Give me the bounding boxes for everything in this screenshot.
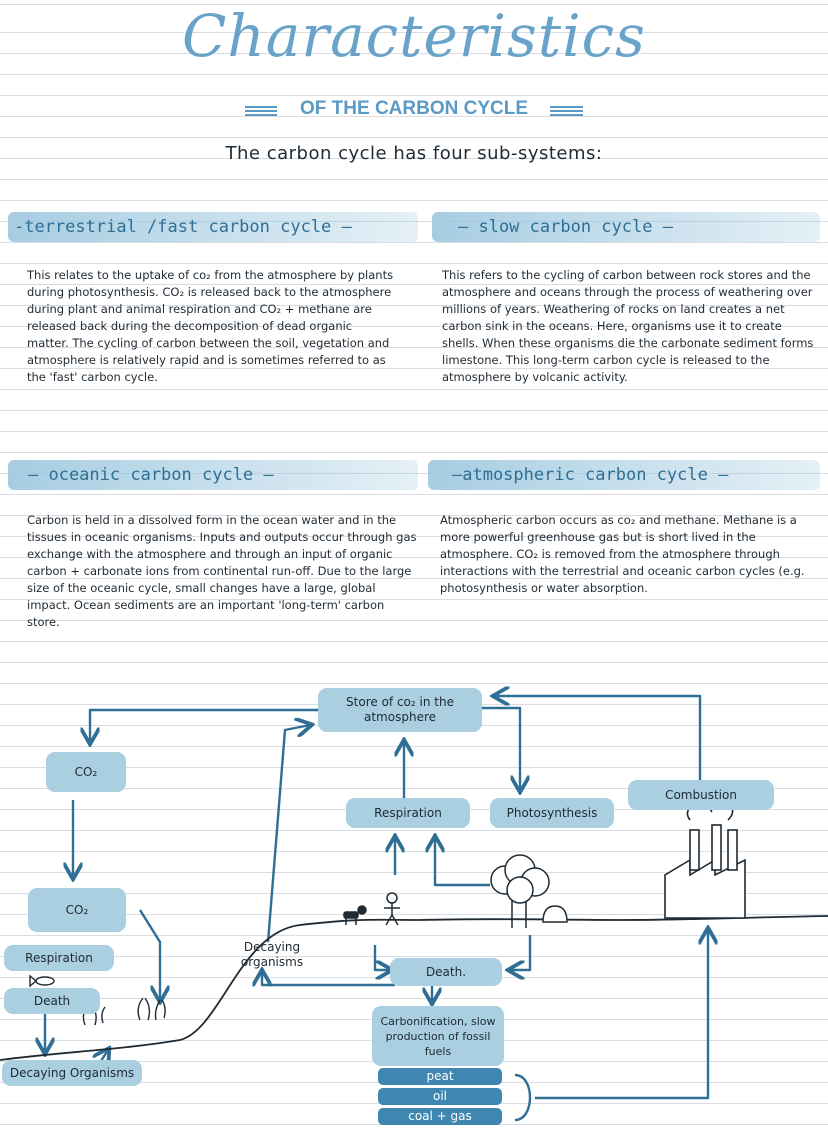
arrow-tree-to-death xyxy=(510,935,532,970)
oceanic-heading: — oceanic carbon cycle — xyxy=(28,465,274,485)
arrow-ocean-to-plants xyxy=(138,909,160,1000)
oceanic-heading-band xyxy=(8,460,418,490)
atmospheric-text: Atmospheric carbon occurs as co₂ and met… xyxy=(440,513,805,595)
page-subtitle: OF THE CARBON CYCLE xyxy=(300,98,528,119)
arrow-decay-to-store xyxy=(266,725,310,943)
tree-icon xyxy=(490,854,550,928)
death-land-box: Death. xyxy=(390,958,502,986)
person-icon xyxy=(384,892,400,926)
carbon-cycle-diagram xyxy=(0,680,828,1122)
fish-icon xyxy=(29,974,55,988)
fuel-bracket xyxy=(514,1073,532,1122)
intro-text: The carbon cycle has four sub-systems: xyxy=(225,143,603,164)
arrow-tree-to-respiration xyxy=(435,838,490,887)
respiration-ocean-box: Respiration xyxy=(4,945,114,971)
carbonification-box: Carbonification, slow production of foss… xyxy=(372,1006,504,1066)
page-title: Characteristics xyxy=(182,2,646,70)
slow-text: This refers to the cycling of carbon bet… xyxy=(442,268,814,384)
subtitle-decoration xyxy=(245,106,583,116)
arrow-land-to-death xyxy=(373,945,390,970)
arrow-store-to-co2 xyxy=(90,708,318,742)
arrow-combustion-to-store xyxy=(495,696,702,780)
fuel-oil: oil xyxy=(378,1088,502,1105)
respiration-land-box: Respiration xyxy=(346,798,470,828)
co2-top-box: CO₂ xyxy=(46,752,126,792)
ground-line xyxy=(0,915,828,1061)
fuel-peat: peat xyxy=(378,1068,502,1085)
atmospheric-heading: —atmospheric carbon cycle — xyxy=(452,465,729,485)
slow-heading: — slow carbon cycle — xyxy=(458,217,673,237)
factory-icon xyxy=(664,795,746,919)
fuel-coal-gas: coal + gas xyxy=(378,1108,502,1125)
death-ocean-box: Death xyxy=(4,988,100,1014)
arrow-death-to-decaying xyxy=(262,972,395,985)
bush-icon xyxy=(542,905,568,923)
arrow-store-to-photosynthesis xyxy=(482,706,520,790)
decaying-land-label: Decaying organisms xyxy=(240,940,304,969)
terrestrial-heading: -terrestrial /fast carbon cycle — xyxy=(14,217,352,237)
atmosphere-store-box: Store of co₂ in the atmosphere xyxy=(318,688,482,732)
co2-ocean-box: CO₂ xyxy=(28,888,126,932)
combustion-box: Combustion xyxy=(628,780,774,810)
arrow-fuels-to-combustion xyxy=(535,930,708,1100)
decaying-ocean-box: Decaying Organisms xyxy=(2,1060,142,1086)
terrestrial-text: This relates to the uptake of co₂ from t… xyxy=(27,268,394,384)
slow-heading-band xyxy=(432,212,820,242)
oceanic-text: Carbon is held in a dissolved form in th… xyxy=(27,513,417,629)
atmospheric-heading-band xyxy=(428,460,820,490)
photosynthesis-box: Photosynthesis xyxy=(490,798,614,828)
dog-icon xyxy=(343,905,367,925)
terrestrial-heading-band xyxy=(8,212,418,242)
